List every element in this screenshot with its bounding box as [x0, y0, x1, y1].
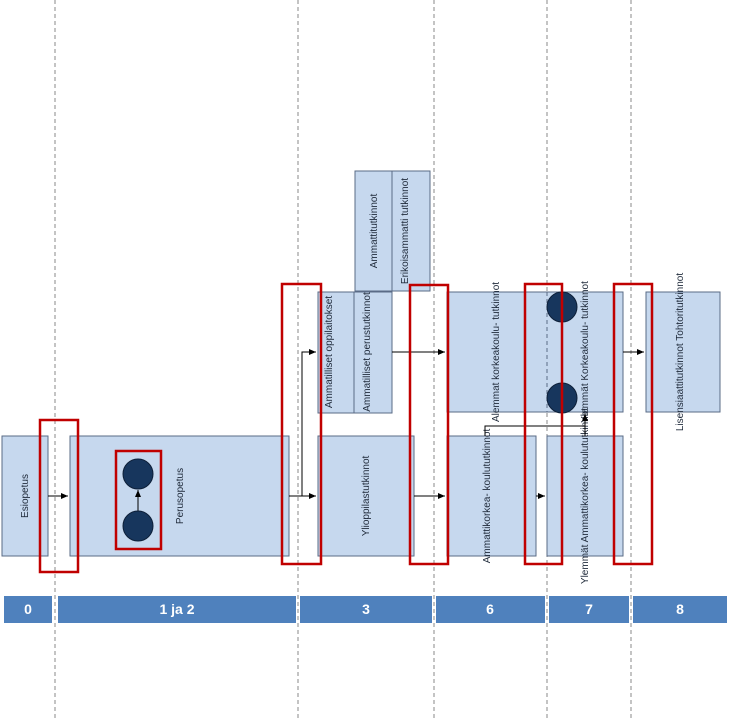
highlight-frame — [114, 449, 163, 551]
perusopetus-label: Perusopetus — [175, 468, 186, 524]
alemmat-korkeakoulututkinnot-label: Alemmat korkeakoulu- tutkinnot — [491, 282, 502, 422]
highlight-frame — [523, 282, 564, 566]
level-cell — [633, 596, 727, 623]
highlight-frame — [38, 418, 80, 574]
esiopetus-label: Esiopetus — [20, 474, 31, 518]
arrow-perusopetus-ammatilliset — [289, 349, 316, 497]
ammatilliset-box: Ammatilliset oppilaitokset Ammatilliset … — [317, 291, 393, 414]
ammattitutkinnot-box: Ammattitutkinnot Erikoisammatti tutkinno… — [354, 170, 431, 292]
perusopetus-box: Perusopetus — [69, 435, 290, 557]
level-label: 7 — [585, 601, 593, 617]
level-cell — [4, 596, 52, 623]
ammattitutkinnot-label: Ammattitutkinnot — [369, 194, 380, 269]
level-cell — [300, 596, 432, 623]
ammatilliset-oppilaitokset-label: Ammatilliset oppilaitokset — [324, 296, 335, 408]
ylioppilastutkinnot-box: Ylioppilastutkinnot — [317, 435, 415, 557]
ylemmat-korkeakoulututkinnot-label: Ylemmät Korkeakoulu- tutkinnot — [580, 281, 591, 423]
level-label: 0 — [24, 601, 32, 617]
highlight-frame — [408, 283, 450, 566]
lisensiaatti-tohtori-box: Lisensiaattitutkinnot Tohtoritutkinnot — [645, 273, 721, 431]
ylemmat-ammattikorkeakoulututkinnot-box: Ylemmät Ammattikorkea- koulututkinnot — [546, 408, 624, 584]
ylemmat-ammattikorkeakoulututkinnot-label: Ylemmät Ammattikorkea- koulututkinnot — [580, 408, 591, 584]
level-label: 6 — [486, 601, 494, 617]
ylioppilastutkinnot-label: Ylioppilastutkinnot — [361, 455, 372, 536]
level-cell — [549, 596, 629, 623]
level-bar: 0 1 ja 2 3 6 7 8 — [4, 596, 727, 623]
level-cell — [436, 596, 545, 623]
connector-amk-ylemmat — [484, 425, 585, 436]
level-label: 8 — [676, 601, 684, 617]
ammatilliset-perustutkinnot-label: Ammatilliset perustutkinnot — [362, 292, 373, 412]
node-circle — [122, 510, 154, 542]
level-cell — [58, 596, 296, 623]
highlight-frames — [38, 282, 654, 574]
highlight-frame — [612, 282, 654, 566]
level-label: 1 ja 2 — [159, 601, 194, 617]
ammattikorkeakoulututkinnot-box: Ammattikorkea- koulututkinnot — [446, 429, 537, 564]
level-label: 3 — [362, 601, 370, 617]
ammattikorkeakoulututkinnot-label: Ammattikorkea- koulututkinnot — [482, 429, 493, 564]
highlight-frame — [280, 282, 323, 566]
node-circle — [122, 458, 154, 490]
alemmat-korkeakoulututkinnot-box: Alemmat korkeakoulu- tutkinnot Ylemmät K… — [446, 281, 624, 423]
erikoisammattitutkinnot-label: Erikoisammatti tutkinnot — [400, 178, 411, 284]
lisensiaatti-tohtori-label: Lisensiaattitutkinnot Tohtoritutkinnot — [675, 273, 686, 431]
